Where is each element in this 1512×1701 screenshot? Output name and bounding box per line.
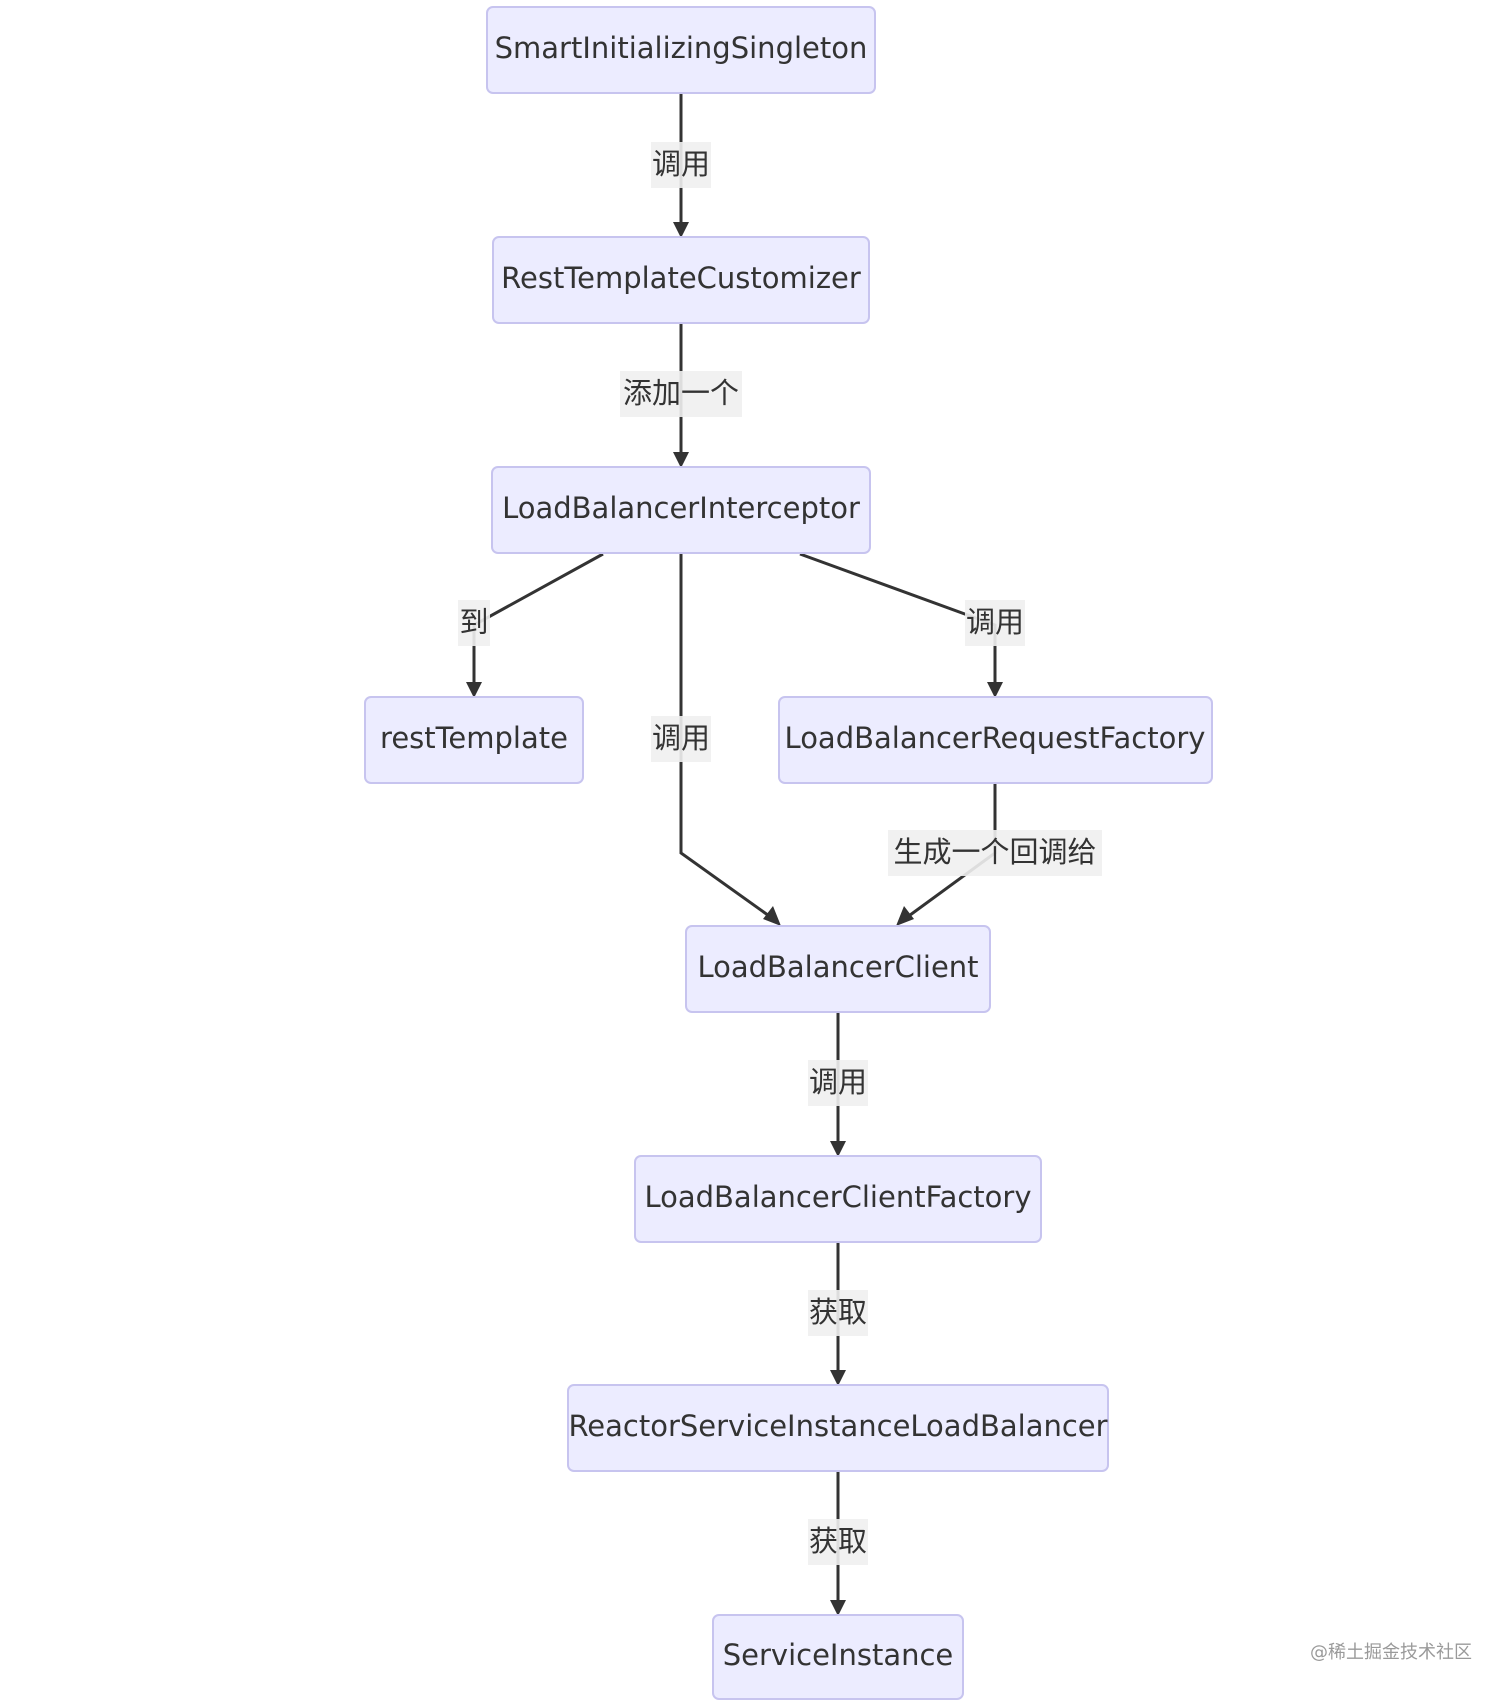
node-label: RestTemplateCustomizer [501, 261, 861, 295]
edge-label-e1: 调用 [651, 142, 711, 188]
node-label: ReactorServiceInstanceLoadBalancer [568, 1409, 1107, 1443]
edge-label-text: 生成一个回调给 [893, 835, 1096, 869]
edge-label-text: 添加一个 [623, 376, 739, 410]
node-load-balancer-interceptor: LoadBalancerInterceptor [491, 466, 871, 554]
node-label: restTemplate [380, 721, 568, 755]
edge-label-e5: 调用 [965, 600, 1025, 646]
node-label: LoadBalancerClientFactory [644, 1180, 1031, 1214]
node-label: SmartInitializingSingleton [495, 31, 868, 65]
node-label: LoadBalancerClient [697, 950, 978, 984]
node-load-balancer-request-factory: LoadBalancerRequestFactory [778, 696, 1213, 784]
node-reactor-service-instance-load-balancer: ReactorServiceInstanceLoadBalancer [567, 1384, 1109, 1472]
node-label: LoadBalancerInterceptor [502, 491, 860, 525]
nodes: SmartInitializingSingleton RestTemplateC… [364, 6, 1213, 1700]
node-label: LoadBalancerRequestFactory [785, 721, 1206, 755]
edge-label-e7: 调用 [808, 1060, 868, 1106]
edge-label-text: 调用 [966, 605, 1024, 639]
node-smart-initializing-singleton: SmartInitializingSingleton [486, 6, 876, 94]
edge-label-text: 调用 [809, 1065, 867, 1099]
edge-label-text: 调用 [652, 721, 710, 755]
node-rest-template-customizer: RestTemplateCustomizer [492, 236, 870, 324]
node-load-balancer-client: LoadBalancerClient [685, 925, 991, 1013]
edge-label-e3: 到 [458, 600, 490, 646]
edge-label-text: 获取 [809, 1295, 867, 1329]
edge-labels: 调用 添加一个 到 调用 调用 生成一个回调给 调用 获取 [458, 142, 1102, 1565]
edge-label-text: 调用 [652, 147, 710, 181]
edge-interceptor-to-client [679, 554, 781, 926]
edge-label-e2: 添加一个 [620, 371, 742, 417]
edge-label-e4: 调用 [651, 716, 711, 762]
edge-label-text: 获取 [809, 1524, 867, 1558]
edge-label-e6: 生成一个回调给 [888, 830, 1102, 876]
node-service-instance: ServiceInstance [712, 1614, 964, 1700]
edge-label-text: 到 [459, 605, 488, 639]
edge-label-e8: 获取 [808, 1290, 868, 1336]
watermark: @稀土掘金技术社区 [1310, 1642, 1472, 1663]
node-label: ServiceInstance [723, 1638, 954, 1672]
node-load-balancer-client-factory: LoadBalancerClientFactory [634, 1155, 1042, 1243]
edge-label-e9: 获取 [808, 1519, 868, 1565]
node-rest-template: restTemplate [364, 696, 584, 784]
